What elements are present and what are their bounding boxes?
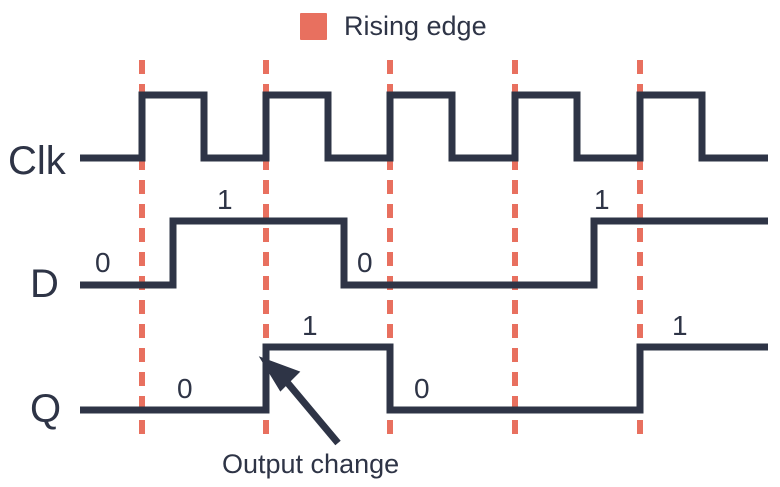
d-value-label-0-mid: 0 xyxy=(357,247,373,278)
q-waveform xyxy=(80,343,768,414)
signal-label-clk: Clk xyxy=(8,139,67,183)
d-value-label-1-right: 1 xyxy=(594,184,610,215)
clk-waveform xyxy=(80,91,768,162)
q-value-label-1-mid: 1 xyxy=(302,310,318,341)
legend-label: Rising edge xyxy=(344,11,487,41)
d-value-label-1-mid: 1 xyxy=(217,184,233,215)
q-value-label-1-right: 1 xyxy=(672,310,688,341)
d-waveform xyxy=(80,217,768,289)
output-change-label: Output change xyxy=(222,449,399,479)
d-value-label-0-left: 0 xyxy=(95,247,111,278)
q-value-label-0-mid: 0 xyxy=(414,373,430,404)
signal-label-q: Q xyxy=(30,387,61,431)
rising-edge-swatch-icon xyxy=(300,13,327,40)
signal-label-d: D xyxy=(30,262,59,306)
output-change-arrow-icon xyxy=(258,356,341,446)
q-value-label-0-left: 0 xyxy=(177,373,193,404)
